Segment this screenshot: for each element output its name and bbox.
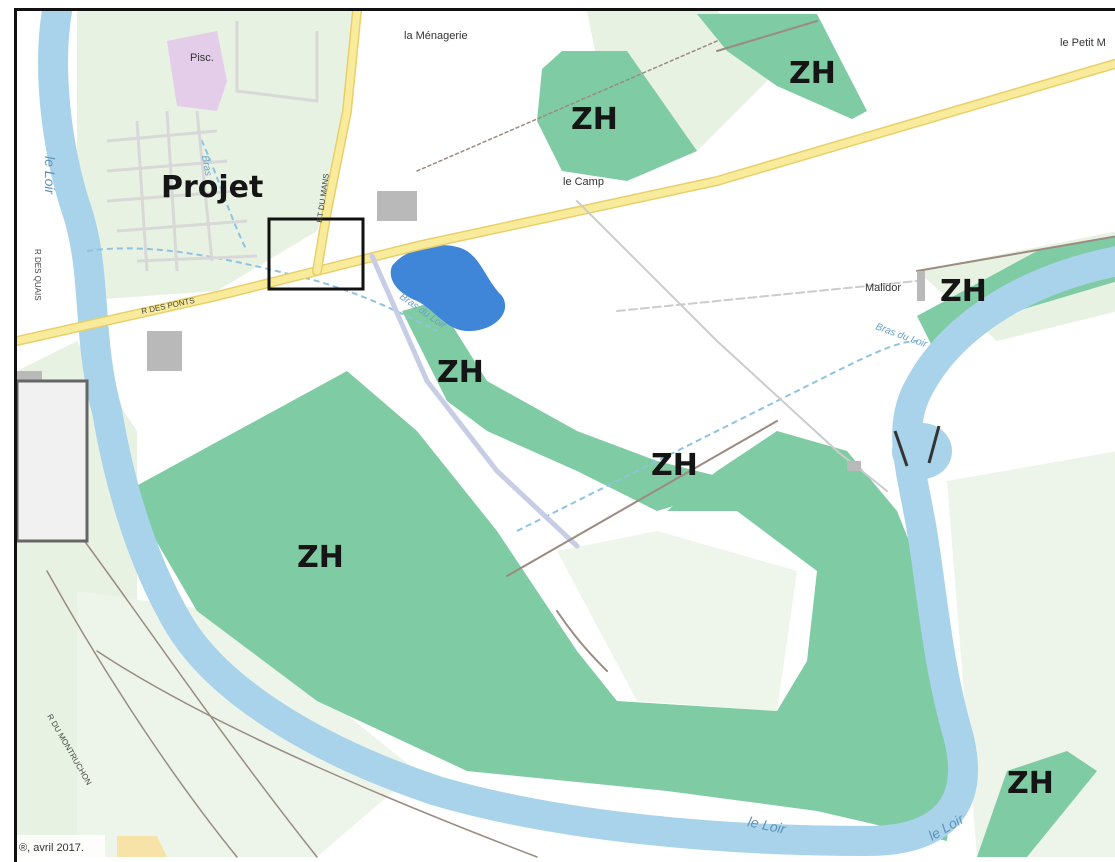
pool-area: [167, 31, 227, 111]
label-petit: le Petit M: [1060, 37, 1106, 49]
zh-label-top-center: ZH: [571, 102, 618, 137]
zh-label-big: ZH: [297, 540, 344, 575]
bottom-left-area: [117, 836, 167, 857]
wetland-big: [127, 371, 957, 841]
label-loir-left: le Loir: [42, 156, 58, 195]
roads: [17, 11, 1115, 858]
label-camp: le Camp: [563, 176, 604, 188]
label-menagerie: la Ménagerie: [404, 30, 468, 42]
project-box: [267, 217, 365, 291]
label-bras: Bras: [199, 155, 213, 177]
label-pisc: Pisc.: [190, 52, 214, 64]
zh-label-strip: ZH: [437, 355, 484, 390]
label-r-des-quais: R DES QUAIS: [33, 249, 42, 301]
map-frame: le Loir le Loir le Loir Bras du Loir Bra…: [14, 8, 1115, 862]
town-blocks: [106, 21, 319, 272]
project-label: Projet: [161, 170, 263, 205]
rail-area: [17, 379, 89, 543]
label-bras-du-loir-right: Bras du Loir: [874, 321, 929, 350]
zh-label-right: ZH: [940, 274, 987, 309]
map-canvas: le Loir le Loir le Loir Bras du Loir Bra…: [17, 11, 1115, 858]
label-malidor: Malidor: [865, 282, 901, 294]
label-r-des-ponts: R DES PONTS: [141, 296, 196, 316]
zh-label-center: ZH: [651, 448, 698, 483]
river-island: [892, 423, 952, 479]
wetland-top-center: [537, 51, 697, 181]
zh-label-bottom-right: ZH: [1007, 766, 1054, 801]
wetland-bottom-right: [977, 751, 1097, 857]
copyright-text: ®, avril 2017.: [19, 842, 84, 854]
lake: [390, 245, 506, 332]
wetland-strip: [402, 301, 777, 511]
zh-label-top-right: ZH: [789, 56, 836, 91]
wetland-top-right: [697, 14, 867, 119]
copyright-bg: [17, 835, 105, 857]
